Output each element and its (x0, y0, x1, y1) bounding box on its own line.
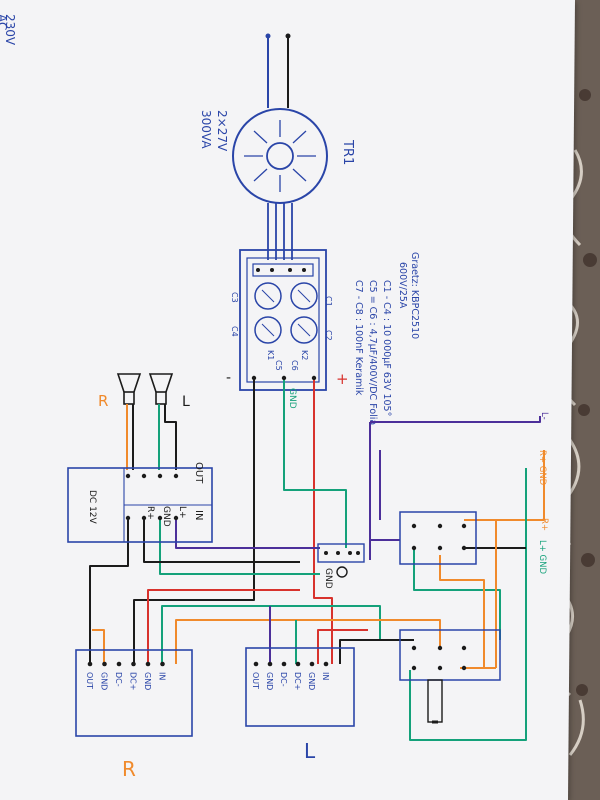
ground-point: GND (317, 543, 365, 589)
amp-r-pin-label: GND (143, 672, 152, 690)
svg-text:C1: C1 (324, 296, 333, 307)
svg-text:K2: K2 (300, 350, 309, 360)
capacitor-c4 (254, 316, 282, 344)
amp-r-pin-dot (87, 661, 93, 667)
rectifier-board: C3 C1 C4 C2 K1 K2 C5 C6 - + GND (226, 249, 349, 409)
amp-l-pin-dot (309, 661, 315, 667)
rectifier-gnd-label: GND (287, 388, 297, 409)
io-rplus-gnd-top-label: R+ GND (537, 450, 547, 486)
amp-l-pin-label: IN (321, 672, 330, 680)
speaker-left (148, 373, 174, 405)
amp-l-pin-label: GND (307, 672, 316, 690)
note-line-5: C7 - C8 : 100nF Keramik (353, 280, 364, 396)
capacitor-c2 (290, 316, 318, 344)
right-io-labels: L- R+ GND R+ L+ GND (525, 412, 549, 575)
amp-r-pin-dot (102, 661, 107, 667)
amp-l-pin-dot (323, 661, 329, 667)
capacitor-c1 (290, 282, 318, 310)
amp-board-l: OUT GND DC- DC+ GND IN L (245, 647, 355, 763)
io-lminus-label: L- (539, 412, 549, 420)
io-rplus-label: R+ (539, 518, 549, 531)
amp-r-pins: OUT GND DC- DC+ GND IN (85, 661, 167, 690)
rectifier-minus-label: - (226, 370, 231, 386)
protect-out-label: OUT (193, 462, 204, 484)
protect-rplus-label: R+ (145, 506, 155, 520)
amp-r-pin-dot (116, 661, 122, 667)
amp-l-pin-label: OUT (251, 672, 260, 689)
protect-in-label: IN (193, 510, 204, 520)
svg-text:C6: C6 (290, 360, 299, 371)
io-lplus-gnd-label: L+ GND (537, 540, 547, 575)
amp-r-pin-label: GND (100, 672, 109, 690)
note-line-4: C5 = C6 : 4,7µF/400V/DC Folia (367, 280, 378, 425)
protect-lplus-label: L+ (177, 506, 187, 519)
amp-r-pin-label: OUT (85, 672, 94, 689)
svg-text:C5: C5 (274, 360, 283, 371)
amp-r-pin-label: DC+ (129, 672, 138, 690)
amp-r-pin-label: IN (158, 672, 167, 680)
speaker-right-label: R (98, 392, 108, 410)
mains-input: 230V AC (0, 14, 291, 108)
amp-r-pin-label: DC- (114, 672, 123, 687)
amp-l-pin-label: GND (265, 672, 274, 690)
rectifier-plus-label: + (336, 370, 349, 388)
capacitor-c3 (254, 282, 282, 310)
transformer-secondary-label: 2×27V (215, 110, 229, 152)
amp-l-pin-dot (295, 661, 301, 667)
note-line-3: C1 - C4 : 10 000µF 63V 105° (381, 280, 392, 416)
svg-text:C3: C3 (230, 292, 239, 303)
amp-l-pin-label: DC+ (293, 672, 302, 690)
svg-text:C2: C2 (324, 330, 333, 341)
amp-l-pin-dot (253, 661, 259, 667)
amp-l-pin-label: DC- (279, 672, 288, 687)
amp-r-pin-dot (160, 661, 165, 667)
amp-r-label: R (122, 757, 136, 781)
amp-l-pins: OUT GND DC- DC+ GND IN (251, 661, 330, 690)
amp-board-r: OUT GND DC- DC+ GND IN R (75, 649, 193, 781)
speaker-right (116, 373, 142, 405)
ground-point-label: GND (323, 568, 333, 589)
transformer-power-label: 300VA (199, 110, 213, 149)
amp-r-pin-dot (131, 661, 136, 667)
svg-text:C4: C4 (230, 326, 239, 337)
amp-l-pin-dot (281, 661, 287, 667)
speakers: R L (98, 373, 190, 410)
mains-voltage-label: 230V (3, 14, 17, 46)
speaker-left-label: L (182, 394, 190, 410)
amp-l-pin-dot (267, 661, 273, 667)
amp-l-label: L (304, 739, 316, 763)
note-line-2: 600V/25A (397, 262, 408, 309)
mains-type-label: AC (0, 14, 9, 30)
rectifier-notes: Graetz: KBPC2510 600V/25A C1 - C4 : 10 0… (353, 252, 420, 425)
wiring (89, 380, 545, 741)
note-line-1: Graetz: KBPC2510 (409, 252, 420, 339)
protect-gnd-label: GND (161, 506, 171, 527)
protect-dc-label: DC 12V (87, 490, 97, 525)
transformer-label: TR1 (340, 139, 355, 165)
selector-board (399, 511, 501, 724)
amp-r-pin-dot (145, 661, 151, 667)
svg-text:K1: K1 (266, 350, 275, 360)
protect-board: OUT IN L+ GND R+ DC 12V (67, 462, 213, 543)
